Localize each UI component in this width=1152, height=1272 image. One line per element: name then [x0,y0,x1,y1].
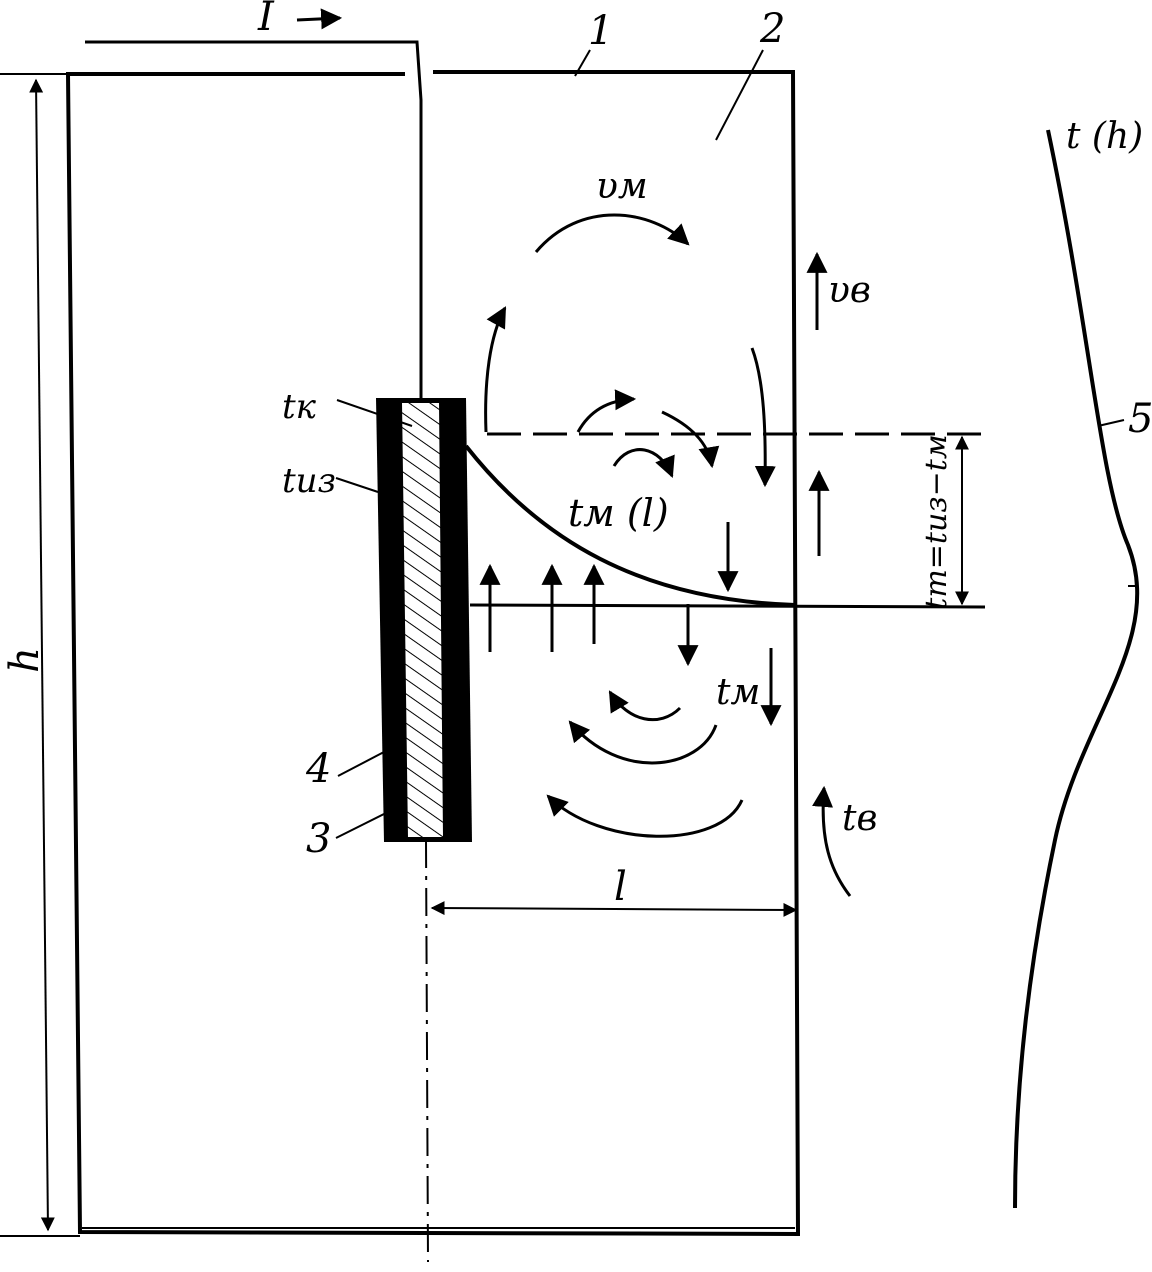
temperature-zone [464,432,986,609]
temperature-height-curve [1013,129,1140,1209]
winding [376,398,472,842]
oil-temperature-curve [464,444,796,607]
label-5: 5 [1128,396,1152,442]
air-velocity-label: υв [828,270,871,311]
length-label: l [614,864,627,910]
winding-axis [425,839,429,1263]
insulation-temperature-label: tиз [282,461,336,501]
height-dimension [0,73,80,1237]
current-lead [85,8,423,400]
tank-outline [65,70,801,1237]
oil-temperature-curve-label: tм (l) [568,491,669,535]
current-label: I [257,0,275,40]
label-3: 3 [306,816,331,862]
temperature-rise-formula: tт=tиз−tм [919,434,954,609]
air-temperature-label: tв [842,798,877,839]
leader-lines [335,49,1125,839]
label-4: 4 [305,746,331,792]
height-label: h [2,647,48,673]
oil-level-line [469,603,986,609]
oil-flow-arrows [479,213,852,897]
oil-temperature-label: tм [716,672,760,713]
current-direction-arrow [296,8,343,30]
label-1: 1 [588,8,613,54]
label-2: 2 [759,6,785,52]
temperature-height-label: t (h) [1066,116,1143,157]
oil-velocity-label: υм [596,166,648,207]
length-dimension [430,901,798,917]
conductor-temperature-label: tк [282,387,317,427]
